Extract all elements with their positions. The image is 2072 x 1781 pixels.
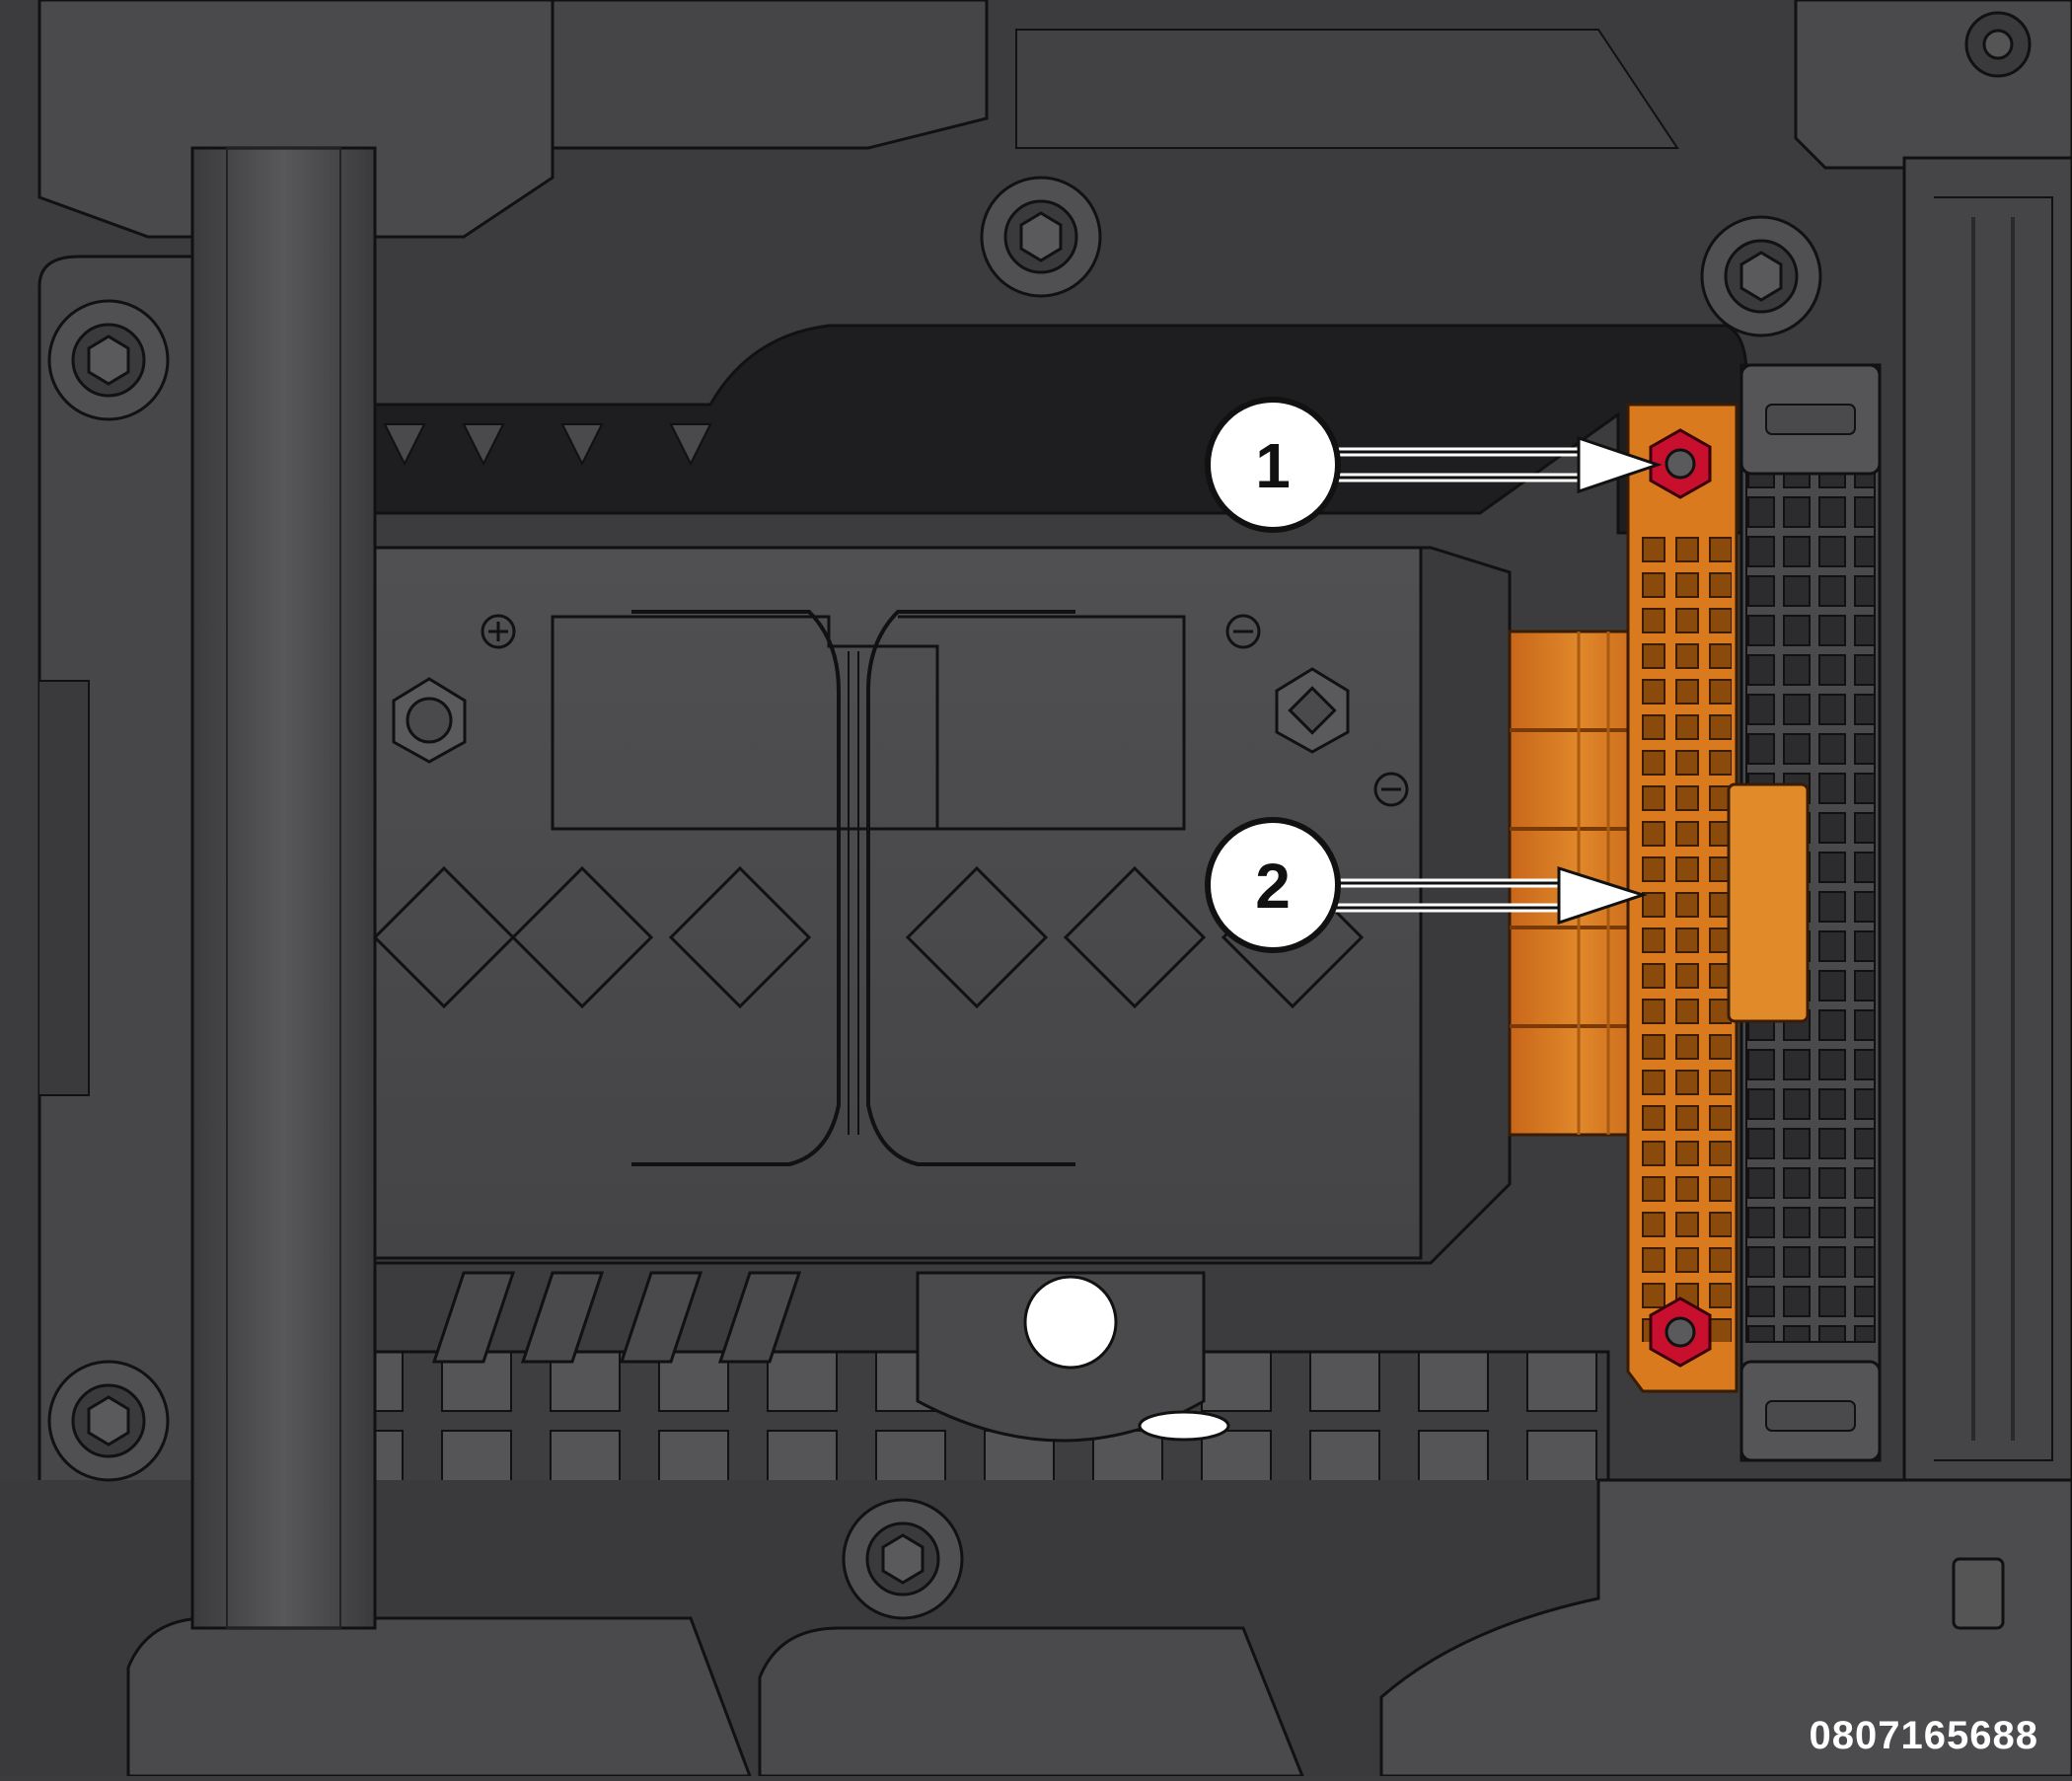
callout-1: 1 xyxy=(1205,397,1663,533)
plus-mark xyxy=(481,614,516,649)
lower-mounting-nut xyxy=(1649,1297,1712,1368)
callout-2-arrowhead xyxy=(1557,865,1648,926)
boss-bottom-center xyxy=(842,1498,964,1620)
bracket-clip xyxy=(1727,782,1810,1023)
vertical-support-bar xyxy=(190,146,377,1630)
boss-top-right xyxy=(1700,215,1822,337)
module-bracket xyxy=(1626,403,1810,1393)
callout-2-label: 2 xyxy=(1255,851,1291,922)
boss-left-upper xyxy=(47,299,170,421)
callout-1-arrowhead xyxy=(1577,435,1663,494)
figure-id: 0807165688 xyxy=(1809,1714,2038,1757)
callout-2: 2 xyxy=(1205,817,1648,953)
callout-2-circle xyxy=(1205,817,1341,953)
minus-mark-lower xyxy=(1373,772,1409,807)
right-grid-frame xyxy=(1739,363,1882,1462)
upper-mounting-nut xyxy=(1649,428,1712,499)
boss-left-lower xyxy=(47,1360,170,1482)
negative-terminal-stud xyxy=(1275,667,1350,754)
callout-1-circle xyxy=(1205,397,1341,533)
callout-1-label: 1 xyxy=(1255,430,1291,501)
mounting-bosses xyxy=(47,11,2032,1620)
lower-vanes xyxy=(431,1271,802,1364)
module-cover xyxy=(372,546,1512,1265)
minus-mark-upper xyxy=(1225,614,1261,649)
boss-top-center xyxy=(980,176,1102,298)
positive-terminal-stud xyxy=(392,677,467,764)
boss-top-corner xyxy=(1964,11,2032,78)
